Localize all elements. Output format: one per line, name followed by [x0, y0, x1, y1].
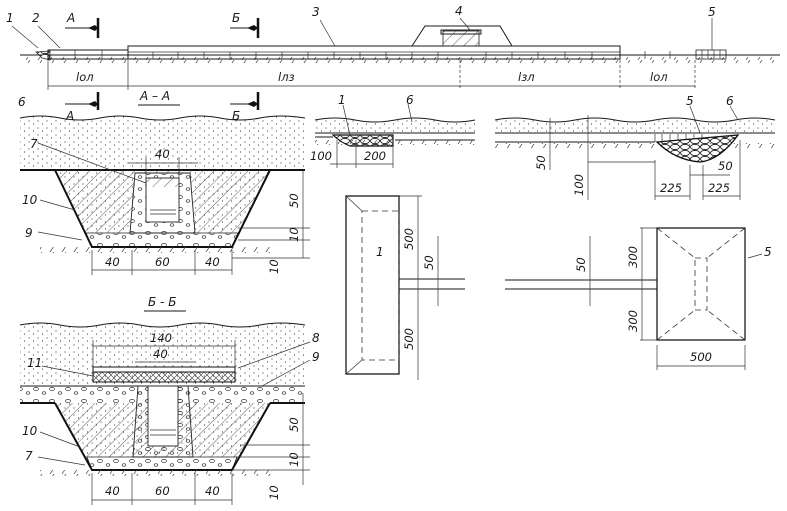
row2-section-mark-a: А — [65, 92, 100, 123]
dim-bb-40: 40 — [153, 347, 168, 361]
detail1-label-6: 6 — [406, 93, 414, 107]
bb-label-8: 8 — [312, 331, 320, 345]
label-2: 2 — [32, 11, 40, 25]
dim-plan1-top: 500 — [402, 228, 416, 250]
dim-plan5-top: 300 — [626, 246, 640, 268]
dim-plan5-bottom: 300 — [626, 310, 640, 332]
plan5-label: 5 — [764, 245, 772, 259]
dim-detail1-100: 100 — [310, 149, 332, 163]
dim-detail5-100: 100 — [572, 174, 586, 196]
bb-label-7: 7 — [25, 449, 33, 463]
plan1-label: 1 — [376, 245, 384, 259]
label-7: 7 — [30, 137, 38, 151]
dim-aa-b2: 60 — [155, 255, 170, 269]
plan-outlet-1: 1 500 50 500 — [345, 195, 465, 380]
label-9: 9 — [25, 226, 33, 240]
dim-detail5-w50: 50 — [718, 159, 733, 173]
label-5: 5 — [708, 5, 716, 19]
section-mark-b: Б — [230, 11, 260, 38]
detail5-label-5: 5 — [686, 94, 694, 108]
dim-plan5-pipe: 50 — [574, 257, 588, 272]
dim-detail5-50: 50 — [534, 155, 548, 170]
dim-bb-b2: 60 — [155, 484, 170, 498]
bb-label-9: 9 — [312, 350, 320, 364]
detail5-label-6: 6 — [726, 94, 734, 108]
detail1-label-1: 1 — [338, 93, 346, 107]
label-3: 3 — [312, 5, 320, 19]
bb-label-10: 10 — [22, 424, 38, 438]
dim-detail5-225b: 225 — [708, 181, 730, 195]
dim-aa-h2: 10 — [287, 227, 301, 242]
row2-section-b-label: Б — [232, 109, 240, 123]
detail-outlet-1: 1 6 100 200 — [310, 93, 476, 168]
length-main-drain: lлз — [278, 70, 295, 84]
label-1: 1 — [6, 11, 14, 25]
section-b-b: Б - Б 8 9 11 10 7 — [19, 295, 320, 505]
longitudinal-profile: 1 2 3 4 5 А Б lол lлз lзл lол — [6, 4, 780, 90]
outlet-stone-fill — [35, 50, 51, 61]
dim-aa-h1: 50 — [287, 193, 301, 208]
section-b-b-title: Б - Б — [148, 295, 176, 309]
dim-detail1-200: 200 — [364, 149, 386, 163]
drain-pipe-section-main — [127, 45, 621, 60]
label-4: 4 — [455, 4, 463, 18]
dim-aa-top: 40 — [155, 147, 170, 161]
length-second-drain: lзл — [518, 70, 535, 84]
inspection-well — [442, 30, 480, 47]
row2-section-a-label: А — [65, 109, 74, 123]
section-a-a-title: А – А — [139, 89, 170, 103]
detail-pit-5: 5 6 50 100 50 225 225 — [494, 94, 776, 200]
dim-aa-b1: 40 — [105, 255, 120, 269]
section-mark-a-label: А — [66, 11, 75, 25]
cover-slab — [92, 366, 236, 373]
section-mark-a: А — [65, 11, 100, 38]
section-mark-b-label: Б — [232, 11, 240, 25]
dim-bb-b3: 40 — [205, 484, 220, 498]
length-outlet-left: lол — [76, 70, 94, 84]
dim-plan5-width: 500 — [690, 350, 712, 364]
dim-bb-b1: 40 — [105, 484, 120, 498]
bb-label-11: 11 — [27, 356, 42, 370]
length-outlet-right: lол — [650, 70, 668, 84]
dim-aa-b3: 40 — [205, 255, 220, 269]
dim-plan1-bottom: 500 — [402, 328, 416, 350]
dim-bb-h2: 10 — [287, 452, 301, 467]
dim-bb-h1: 50 — [287, 417, 301, 432]
section-a-a: А – А 7 10 9 40 50 10 — [19, 89, 310, 275]
absorbing-pit — [695, 49, 727, 60]
dim-bb-140: 140 — [150, 331, 172, 345]
dim-detail5-225a: 225 — [660, 181, 682, 195]
label-6: 6 — [18, 95, 26, 109]
dim-bb-h3: 10 — [267, 485, 281, 500]
plan-pit-5: 5 50 300 300 500 — [505, 227, 772, 370]
dim-aa-h3: 10 — [267, 259, 281, 274]
row2-section-mark-b: Б — [230, 92, 260, 123]
dim-plan1-pipe: 50 — [422, 255, 436, 270]
label-10: 10 — [22, 193, 38, 207]
